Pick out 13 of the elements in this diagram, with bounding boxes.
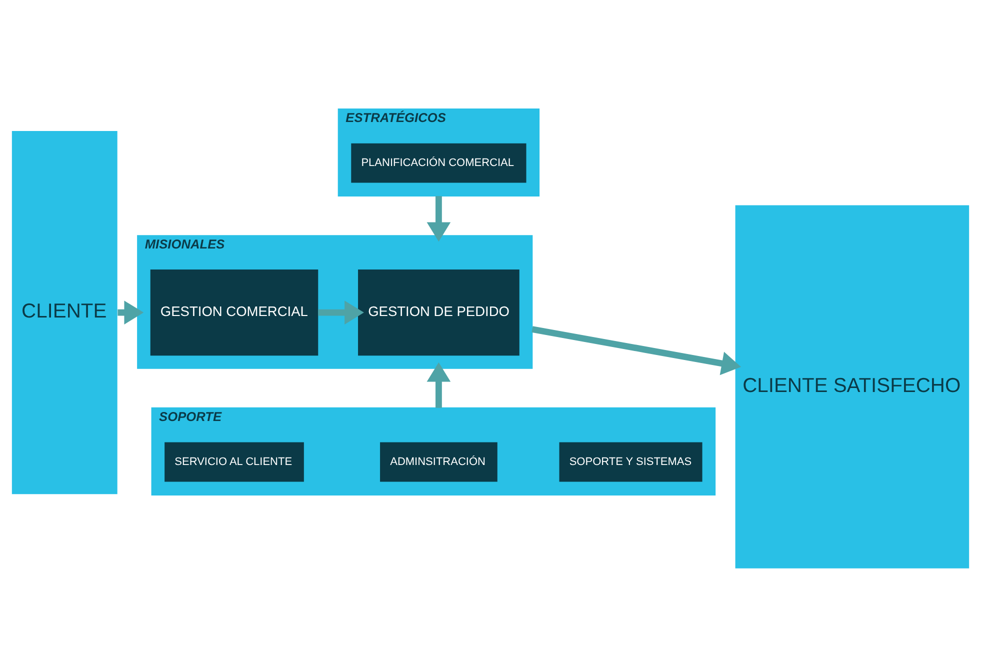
node-box: SOPORTE Y SISTEMAS [559, 442, 702, 482]
arrow [118, 300, 144, 324]
arrow [318, 300, 364, 324]
node-box: PLANIFICACIÓN COMERCIAL [351, 143, 526, 183]
node-box: CLIENTE [12, 131, 118, 494]
node-box: CLIENTE SATISFECHO [735, 205, 970, 568]
node-box: GESTION COMERCIAL [150, 269, 318, 356]
arrow [532, 326, 742, 376]
arrow [426, 196, 451, 242]
node-box: ADMINSITRACIÓN [380, 442, 498, 482]
node-box: SERVICIO AL CLIENTE [164, 442, 304, 482]
arrow [426, 362, 451, 408]
node-box: GESTION DE PEDIDO [358, 269, 520, 356]
